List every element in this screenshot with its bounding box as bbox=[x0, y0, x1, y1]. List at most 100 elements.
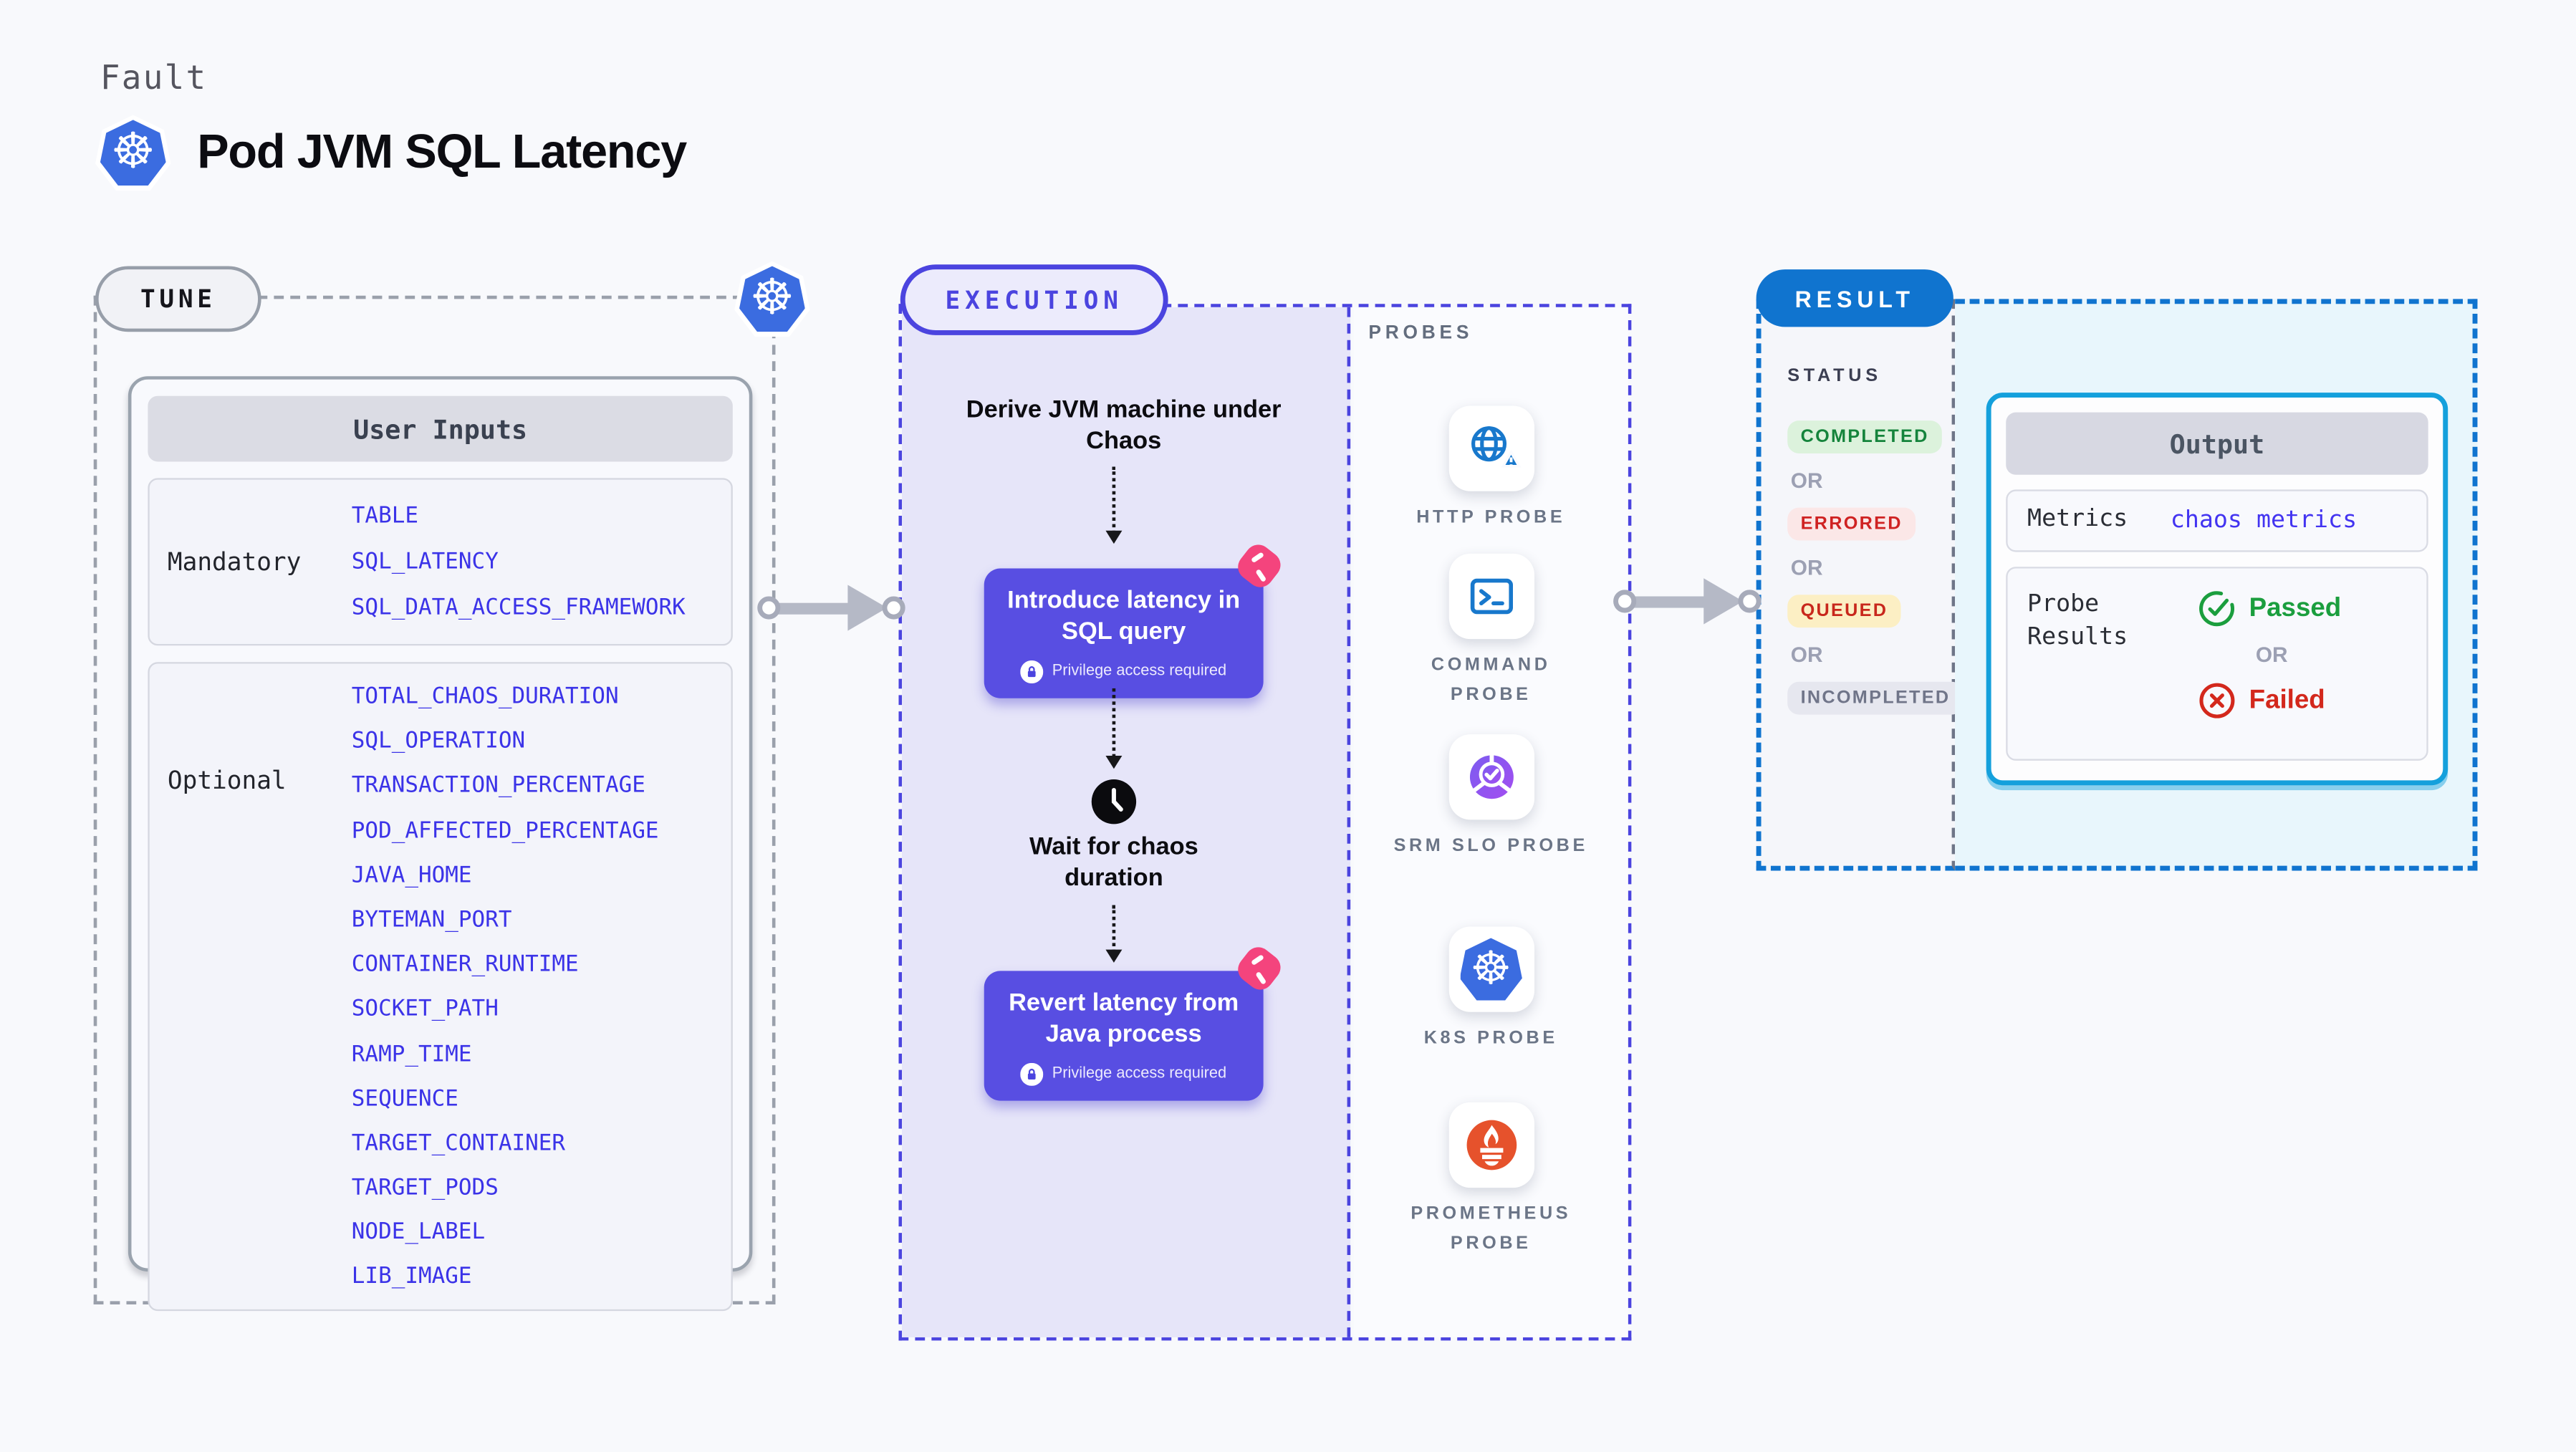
privilege-note: Privilege access required bbox=[994, 1062, 1254, 1085]
flow-arrow-down bbox=[1105, 688, 1122, 769]
arrowhead-icon bbox=[1703, 578, 1744, 625]
kubernetes-icon: ☸ bbox=[95, 115, 171, 191]
terminal-icon bbox=[1469, 578, 1512, 615]
tune-to-execution-arrow bbox=[757, 583, 905, 633]
title-row: ☸ Pod JVM SQL Latency bbox=[95, 115, 687, 191]
status-badge-incompleted: INCOMPLETED bbox=[1787, 681, 1964, 715]
tune-section: ☸ User Inputs Mandatory TABLE SQL_LATENC… bbox=[93, 261, 810, 1312]
arrowhead-icon bbox=[847, 585, 888, 631]
prometheus-icon bbox=[1466, 1120, 1517, 1170]
probe-item-k8s[interactable]: ☸ K8S PROBE bbox=[1354, 926, 1628, 1053]
status-badge-errored: ERRORED bbox=[1787, 507, 1916, 541]
metrics-label: Metrics bbox=[2027, 506, 2128, 533]
connector-line bbox=[777, 602, 851, 614]
lock-icon bbox=[1021, 1062, 1044, 1085]
probe-label: SRM SLO PROBE bbox=[1393, 836, 1588, 856]
page-title: Pod JVM SQL Latency bbox=[197, 125, 687, 178]
probe-item-command[interactable]: COMMAND PROBE bbox=[1354, 553, 1628, 711]
probe-card bbox=[1448, 734, 1534, 820]
group-label: Mandatory bbox=[167, 547, 302, 577]
param: TOTAL_CHAOS_DURATION bbox=[351, 683, 619, 710]
probe-item-http[interactable]: HTTP PROBE bbox=[1354, 405, 1628, 532]
or-label: OR bbox=[1790, 468, 1823, 494]
probes-to-result-arrow bbox=[1613, 577, 1762, 626]
connector-dot bbox=[757, 596, 781, 620]
probes-heading: PROBES bbox=[1368, 323, 1474, 344]
param: TARGET_CONTAINER bbox=[351, 1130, 566, 1157]
lock-icon bbox=[1021, 659, 1044, 683]
check-circle-icon bbox=[2199, 591, 2234, 627]
globe-alert-icon bbox=[1470, 426, 1521, 468]
output-header: Output bbox=[2006, 412, 2428, 475]
fault-kicker: Fault bbox=[100, 57, 208, 97]
mandatory-params: TABLE SQL_LATENCY SQL_DATA_ACCESS_FRAMEW… bbox=[352, 496, 731, 628]
param: LIB_IMAGE bbox=[351, 1264, 472, 1291]
probe-card: ☸ bbox=[1448, 926, 1534, 1012]
execution-probes-section: Derive JVM machine under Chaos Introduce… bbox=[898, 304, 1632, 1341]
param: SOCKET_PATH bbox=[351, 996, 499, 1023]
connector-dot bbox=[1738, 590, 1762, 613]
flow-arrow-down bbox=[1105, 466, 1122, 544]
result-status-column: STATUS COMPLETED OR ERRORED OR QUEUED OR… bbox=[1756, 299, 1964, 871]
wait-step-label: Wait for chaos duration bbox=[1029, 832, 1198, 892]
or-label: OR bbox=[1790, 642, 1823, 668]
user-inputs-header: User Inputs bbox=[148, 395, 733, 462]
kubernetes-icon: ☸ bbox=[1459, 938, 1522, 1001]
derive-step-label: Derive JVM machine under Chaos bbox=[966, 395, 1282, 455]
failed-text: Failed bbox=[2249, 686, 2325, 714]
connector-line bbox=[1633, 595, 1707, 607]
param: POD_AFFECTED_PERCENTAGE bbox=[351, 817, 659, 844]
slo-donut-icon bbox=[1469, 754, 1513, 799]
user-inputs-card: User Inputs Mandatory TABLE SQL_LATENCY … bbox=[128, 376, 753, 1312]
or-label: OR bbox=[2255, 642, 2288, 668]
param: TARGET_PODS bbox=[351, 1174, 499, 1201]
param: SEQUENCE bbox=[351, 1085, 458, 1112]
probe-item-srm-slo[interactable]: SRM SLO PROBE bbox=[1354, 734, 1628, 861]
param: SQL_OPERATION bbox=[351, 728, 526, 755]
param: SQL_LATENCY bbox=[351, 548, 499, 575]
privilege-note-text: Privilege access required bbox=[1052, 1064, 1227, 1083]
param: BYTEMAN_PORT bbox=[351, 906, 512, 933]
failed-flag: Failed bbox=[2198, 682, 2342, 720]
status-badge-completed: COMPLETED bbox=[1787, 420, 1942, 453]
metrics-value: chaos metrics bbox=[2170, 507, 2358, 534]
probe-results-label: Probe Results bbox=[2027, 591, 2128, 650]
metrics-row: Metrics chaos metrics bbox=[2006, 489, 2428, 552]
probe-results-row: Probe Results Passed OR Failed bbox=[2006, 567, 2428, 761]
passed-flag: Passed bbox=[2198, 590, 2341, 628]
result-badge[interactable]: RESULT bbox=[1756, 269, 1953, 327]
param: TABLE bbox=[351, 502, 418, 529]
probe-card bbox=[1448, 405, 1534, 491]
privilege-note: Privilege access required bbox=[994, 659, 1254, 683]
probe-label: K8S PROBE bbox=[1423, 1028, 1558, 1049]
probe-item-prometheus[interactable]: PROMETHEUS PROBE bbox=[1354, 1102, 1628, 1259]
x-circle-icon bbox=[2199, 683, 2235, 718]
connector-dot bbox=[882, 596, 905, 620]
probes-panel: PROBES HTTP PROBE bbox=[1353, 307, 1628, 1337]
kubernetes-icon: ☸ bbox=[734, 261, 810, 337]
introduce-latency-step[interactable]: Introduce latency in SQL query Privilege… bbox=[984, 539, 1286, 698]
connector-dot bbox=[1613, 590, 1637, 613]
execution-flow-area: Derive JVM machine under Chaos Introduce… bbox=[902, 307, 1351, 1337]
param: JAVA_HOME bbox=[351, 862, 472, 889]
chaos-logo-icon bbox=[1232, 539, 1286, 593]
chaos-logo-icon bbox=[1232, 941, 1286, 995]
revert-latency-step[interactable]: Revert latency from Java process Privile… bbox=[984, 941, 1286, 1100]
status-heading: STATUS bbox=[1787, 366, 1882, 386]
optional-group: Optional TOTAL_CHAOS_DURATION SQL_OPERAT… bbox=[148, 662, 733, 1312]
param: SQL_DATA_ACCESS_FRAMEWORK bbox=[351, 595, 686, 621]
flow-arrow-down bbox=[1105, 905, 1122, 963]
tune-badge[interactable]: TUNE bbox=[95, 266, 261, 332]
or-label: OR bbox=[1790, 555, 1823, 580]
clock-icon bbox=[1091, 779, 1137, 824]
param: TRANSACTION_PERCENTAGE bbox=[351, 772, 645, 799]
probe-label: HTTP PROBE bbox=[1416, 507, 1566, 528]
mandatory-group: Mandatory TABLE SQL_LATENCY SQL_DATA_ACC… bbox=[148, 478, 733, 646]
output-card: Output Metrics chaos metrics Probe Resul… bbox=[1986, 393, 2448, 786]
execution-badge[interactable]: EXECUTION bbox=[900, 264, 1168, 335]
step-label: Revert latency from Java process bbox=[1009, 989, 1239, 1048]
optional-params: TOTAL_CHAOS_DURATION SQL_OPERATION TRANS… bbox=[352, 680, 731, 1293]
status-badge-queued: QUEUED bbox=[1787, 595, 1901, 628]
param: NODE_LABEL bbox=[351, 1219, 486, 1246]
